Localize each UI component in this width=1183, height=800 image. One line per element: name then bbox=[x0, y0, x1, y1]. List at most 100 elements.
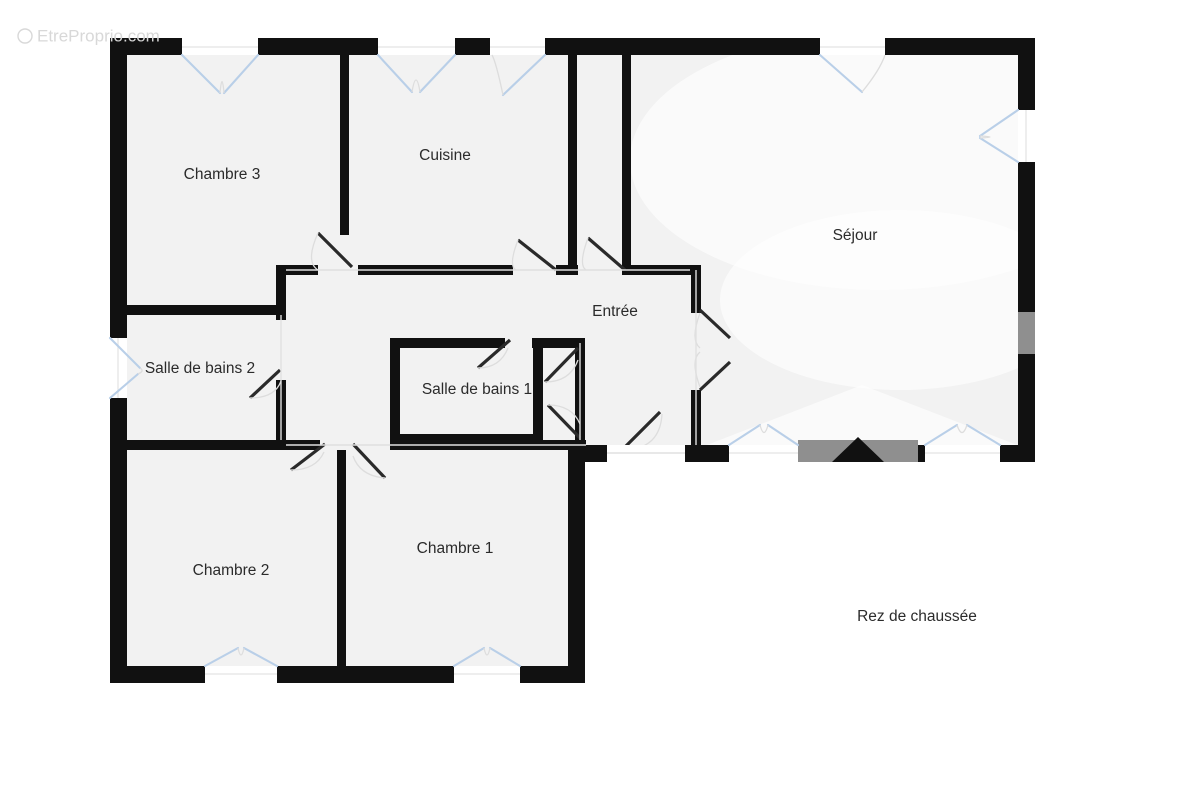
room-labels: Chambre 3 Cuisine Séjour Entrée Salle de… bbox=[145, 147, 878, 579]
window-arc-sejour-top bbox=[861, 54, 886, 93]
window-swing-sejour-bottom-b-right bbox=[965, 423, 1002, 447]
room-label-sejour: Séjour bbox=[833, 227, 878, 244]
door-leaf-salle-de-bains-1 bbox=[476, 338, 512, 370]
door-leaf-wc-lower bbox=[546, 403, 582, 440]
wall-sdb1-bottom bbox=[390, 434, 540, 444]
room-fill-cuisine bbox=[345, 55, 570, 270]
wall-sdb1-left bbox=[390, 338, 400, 443]
window-arc-sejour-right bbox=[979, 135, 991, 139]
wall-entree-left-upper bbox=[276, 265, 286, 320]
wall-sdb2-bottom bbox=[118, 440, 284, 450]
window-swing-sejour-right-bottom bbox=[978, 136, 1020, 164]
wall-right-upper bbox=[1018, 38, 1035, 110]
door-leaf-chambre-1 bbox=[351, 442, 387, 480]
window-swing-chambre1-right bbox=[488, 646, 522, 668]
wall-top-seg-4 bbox=[545, 38, 820, 55]
glow-mid bbox=[720, 210, 1080, 390]
room-fill-chambre-3 bbox=[120, 55, 345, 305]
wall-div-chambre3-cuisine bbox=[340, 55, 349, 235]
door-arc-wc-lower bbox=[547, 404, 581, 425]
room-label-chambre-2: Chambre 2 bbox=[193, 562, 270, 579]
fireplace-firebox bbox=[832, 437, 884, 462]
floor-caption: Rez de chaussée bbox=[857, 608, 977, 625]
room-label-entree: Entrée bbox=[592, 303, 638, 320]
wall-top-left-corner bbox=[110, 38, 182, 55]
window-arc-chambre2 bbox=[237, 647, 245, 656]
window-swing-cuisine-a-right bbox=[418, 53, 457, 94]
wall-bottom-seg-1 bbox=[110, 666, 205, 683]
wall-div-cuisine-corridor bbox=[568, 55, 577, 270]
window-swing-sejour-top bbox=[818, 53, 864, 94]
wall-right-gray-segment bbox=[1018, 312, 1035, 354]
door-arc-salle-de-bains-2 bbox=[249, 380, 282, 399]
wall-sejour-bottom-right bbox=[1000, 445, 1035, 462]
window-swing-chambre3-left bbox=[180, 53, 222, 95]
room-fill-salle-de-bains-2 bbox=[120, 305, 280, 445]
door-leaf-sejour-lower bbox=[698, 360, 732, 392]
watermark: EtreProprio.com bbox=[17, 26, 160, 45]
wall-div-chambre2-chambre1 bbox=[337, 450, 346, 670]
watermark-copyright-icon bbox=[17, 28, 33, 44]
room-label-chambre-3: Chambre 3 bbox=[184, 166, 261, 183]
door-leaf-salle-de-bains-2 bbox=[248, 368, 282, 400]
window-swing-chambre1-left bbox=[452, 646, 486, 668]
window-swing-sejour-right-top bbox=[978, 108, 1020, 138]
window-swing-chambre2-left bbox=[203, 646, 240, 668]
door-arc-sejour-lower bbox=[694, 351, 701, 388]
room-label-salle-de-bains-2: Salle de bains 2 bbox=[145, 360, 255, 377]
wall-left-lower bbox=[110, 398, 127, 683]
door-leaf-chambre-2 bbox=[290, 442, 326, 472]
door-leaf-chambre-3 bbox=[316, 231, 354, 269]
wall-top-seg-2 bbox=[258, 38, 378, 55]
door-leaf-sejour-upper bbox=[698, 308, 732, 340]
window-swing-sejour-bottom-b-left bbox=[923, 423, 959, 447]
door-leaf-wc-upper bbox=[543, 346, 580, 384]
door-leaf-corridor bbox=[586, 236, 627, 272]
door-arc-cuisine bbox=[511, 239, 519, 271]
thin-divider-lines bbox=[280, 269, 697, 446]
room-fill-lower-block bbox=[120, 445, 585, 670]
window-swing-chambre3-right bbox=[222, 53, 260, 95]
room-label-chambre-1: Chambre 1 bbox=[417, 540, 494, 557]
sejour-light-glow bbox=[630, 30, 1130, 450]
window-arc-chambre3 bbox=[219, 80, 225, 94]
door-arc-chambre-3 bbox=[310, 232, 319, 271]
wall-top-seg-3 bbox=[455, 38, 490, 55]
window-swing-sdb2-top bbox=[108, 336, 142, 370]
glow-cone bbox=[694, 385, 1030, 450]
wall-entree-front-stop bbox=[685, 445, 707, 462]
window-arc-cuisine-a bbox=[411, 79, 421, 93]
wall-sdb1-top-right bbox=[532, 338, 585, 348]
wall-lower-block-right-nub bbox=[585, 445, 607, 462]
wall-left-upper bbox=[110, 38, 127, 338]
wall-top-seg-5 bbox=[885, 38, 1035, 55]
glow-upper bbox=[630, 30, 1130, 290]
door-leaf-entree-front bbox=[620, 410, 662, 452]
watermark-label: EtreProprio.com bbox=[37, 26, 160, 45]
window-swing-sdb2-bottom bbox=[108, 372, 140, 400]
wall-bottom-seg-2 bbox=[277, 666, 454, 683]
room-label-cuisine: Cuisine bbox=[419, 147, 471, 164]
window-swing-chambre2-right bbox=[242, 646, 279, 668]
window-swing-cuisine-a-left bbox=[376, 53, 414, 94]
door-leaf-cuisine bbox=[517, 238, 557, 272]
wall-right-lower bbox=[1018, 354, 1035, 462]
room-label-salle-de-bains-1: Salle de bains 1 bbox=[422, 381, 532, 398]
wall-right-mid bbox=[1018, 162, 1035, 312]
window-swing-cuisine-b-left bbox=[501, 53, 547, 97]
doors bbox=[248, 231, 732, 480]
window-arc-chambre1 bbox=[483, 647, 491, 656]
window-arc-cuisine-b bbox=[491, 54, 504, 96]
room-fill-salle-de-bains-1 bbox=[395, 343, 540, 443]
windows bbox=[108, 38, 1035, 683]
window-swing-sejour-bottom-a-right bbox=[766, 423, 800, 447]
window-swing-sejour-bottom-a-left bbox=[727, 423, 762, 447]
window-arc-sejour-bottom-b bbox=[956, 424, 968, 434]
window-arc-sdb2 bbox=[137, 367, 143, 375]
door-arc-wc-upper bbox=[544, 359, 579, 383]
window-arc-sejour-bottom-a bbox=[759, 424, 769, 434]
wall-sdb1-top-left bbox=[390, 338, 505, 348]
wall-lower-block-right bbox=[568, 445, 585, 683]
